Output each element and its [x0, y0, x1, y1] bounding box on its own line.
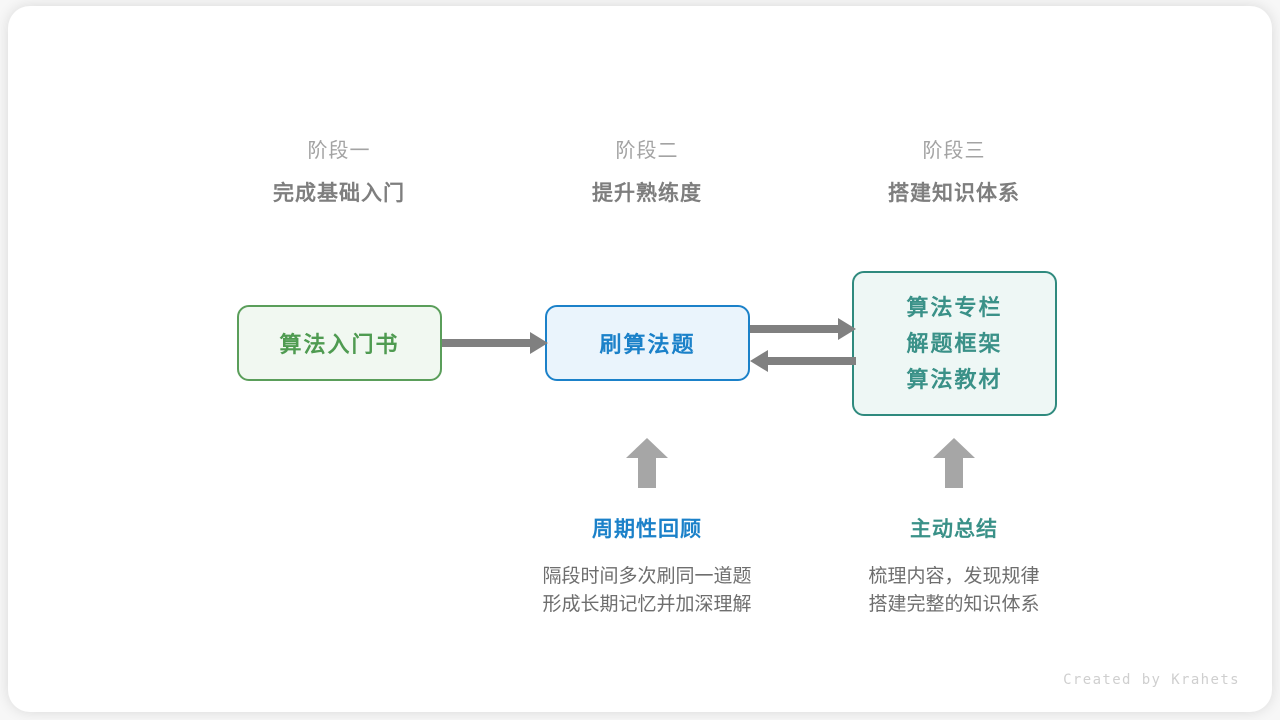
arrow-right-icon-practice-to-resources — [750, 318, 856, 340]
stage-title: 搭建知识体系 — [888, 182, 1020, 205]
stage-title: 提升熟练度 — [592, 182, 702, 205]
note-description-line-1: 梳理内容，发现规律 — [868, 566, 1040, 587]
stage-subtitle: 阶段二 — [615, 140, 679, 162]
footer-credit: Created by Krahets — [1063, 672, 1240, 688]
stage-header-1: 阶段一 完成基础入门 — [209, 137, 469, 209]
node-label: 刷算法题 — [599, 332, 696, 357]
node-label-line-3: 算法教材 — [906, 366, 1003, 392]
arrow-left-icon-resources-to-practice — [750, 350, 856, 372]
note-description-line-2: 搭建完整的知识体系 — [868, 594, 1040, 615]
arrow-up-icon-review — [626, 438, 668, 488]
arrow-up-icon-summary — [933, 438, 975, 488]
node-label-line-1: 算法专栏 — [906, 294, 1003, 320]
stage-header-2: 阶段二 提升熟练度 — [517, 137, 777, 209]
note-description-line-1: 隔段时间多次刷同一道题 — [542, 566, 752, 587]
stage-header-3: 阶段三 搭建知识体系 — [824, 137, 1084, 209]
node-algorithm-intro-book[interactable]: 算法入门书 — [237, 305, 442, 381]
note-periodic-review: 周期性回顾 隔段时间多次刷同一道题 形成长期记忆并加深理解 — [487, 515, 807, 619]
note-active-summary: 主动总结 梳理内容，发现规律 搭建完整的知识体系 — [794, 515, 1114, 619]
node-knowledge-resources[interactable]: 算法专栏 解题框架 算法教材 — [852, 271, 1057, 416]
stage-subtitle: 阶段三 — [922, 140, 986, 162]
note-description-line-2: 形成长期记忆并加深理解 — [542, 594, 752, 615]
note-description: 隔段时间多次刷同一道题 形成长期记忆并加深理解 — [487, 563, 807, 619]
note-title: 周期性回顾 — [592, 518, 702, 541]
arrow-right-icon-book-to-practice — [442, 332, 548, 354]
note-description: 梳理内容，发现规律 搭建完整的知识体系 — [794, 563, 1114, 619]
stage-title: 完成基础入门 — [273, 182, 405, 205]
node-label: 算法入门书 — [279, 332, 400, 357]
diagram-card: 阶段一 完成基础入门 阶段二 提升熟练度 阶段三 搭建知识体系 算法入门书 刷算… — [8, 6, 1272, 712]
node-practice-problems[interactable]: 刷算法题 — [545, 305, 750, 381]
note-title: 主动总结 — [910, 518, 998, 541]
stage-subtitle: 阶段一 — [307, 140, 371, 162]
node-label-line-2: 解题框架 — [906, 330, 1003, 356]
